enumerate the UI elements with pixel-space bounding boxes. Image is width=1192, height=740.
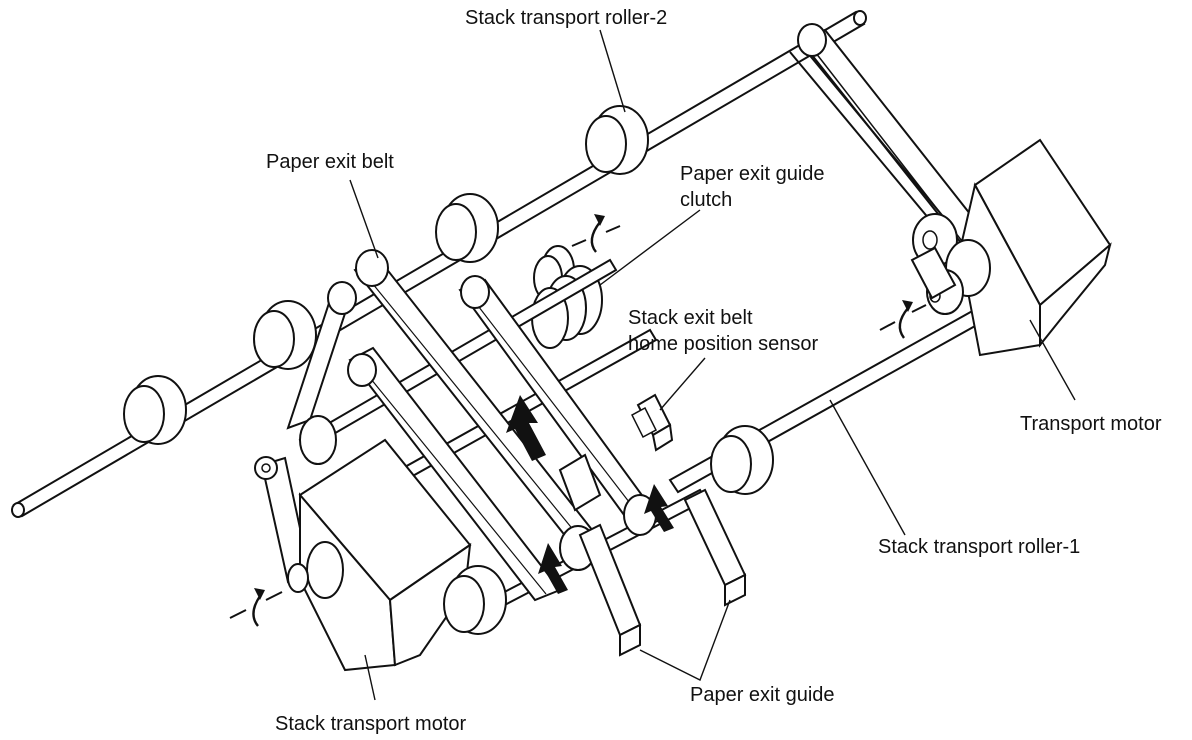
flow-arrow-large	[506, 395, 546, 461]
home-position-sensor	[631, 393, 674, 452]
leader-lines	[349, 29, 1076, 701]
link-pivot	[254, 456, 278, 480]
leader-clutch	[599, 209, 701, 286]
roller-1a	[710, 425, 774, 495]
roller-2b	[435, 193, 499, 263]
leader-stack-motor	[364, 654, 376, 701]
flow-arrow-right	[644, 484, 674, 532]
label-paper-exit-belt: Paper exit belt	[266, 151, 394, 173]
leader-roller-2	[599, 29, 626, 113]
leader-exit-guide	[639, 599, 731, 681]
transport-motor-body	[910, 138, 1112, 357]
label-transport-motor: Transport motor	[1020, 413, 1162, 435]
stack-transport-motor-body	[287, 438, 472, 672]
label-stack-transport-roller-1: Stack transport roller-1	[878, 536, 1080, 558]
roller-1	[710, 425, 774, 495]
rotation-indicators	[229, 214, 927, 627]
label-stack-exit-belt-line-1: Stack exit belt	[628, 307, 753, 329]
roller-2c	[253, 300, 317, 370]
leader-sensor	[659, 357, 706, 411]
roller-2-shaft	[11, 10, 867, 518]
roller-2a	[585, 105, 649, 175]
label-paper-exit-guide: Paper exit guide	[690, 684, 835, 706]
labels: Stack transport roller-2 Paper exit belt…	[266, 7, 1162, 735]
leader-roller-1	[829, 399, 906, 536]
label-stack-exit-belt-line-2: home position sensor	[628, 333, 818, 355]
label-stack-transport-motor: Stack transport motor	[275, 713, 467, 735]
label-paper-exit-guide-clutch-line-2: clutch	[680, 189, 732, 211]
flow-arrow-lower	[538, 543, 568, 594]
roller-2d	[123, 375, 187, 445]
left-link-arm	[254, 281, 357, 584]
leader-exit-belt	[349, 179, 379, 259]
leader-transport-motor	[1029, 319, 1076, 401]
paper-flow-arrows	[506, 395, 674, 594]
label-stack-transport-roller-2: Stack transport roller-2	[465, 7, 667, 29]
label-paper-exit-guide-clutch-line-1: Paper exit guide	[680, 163, 825, 185]
paper-exit-guides	[558, 453, 747, 657]
paper-exit-belts	[347, 249, 662, 602]
